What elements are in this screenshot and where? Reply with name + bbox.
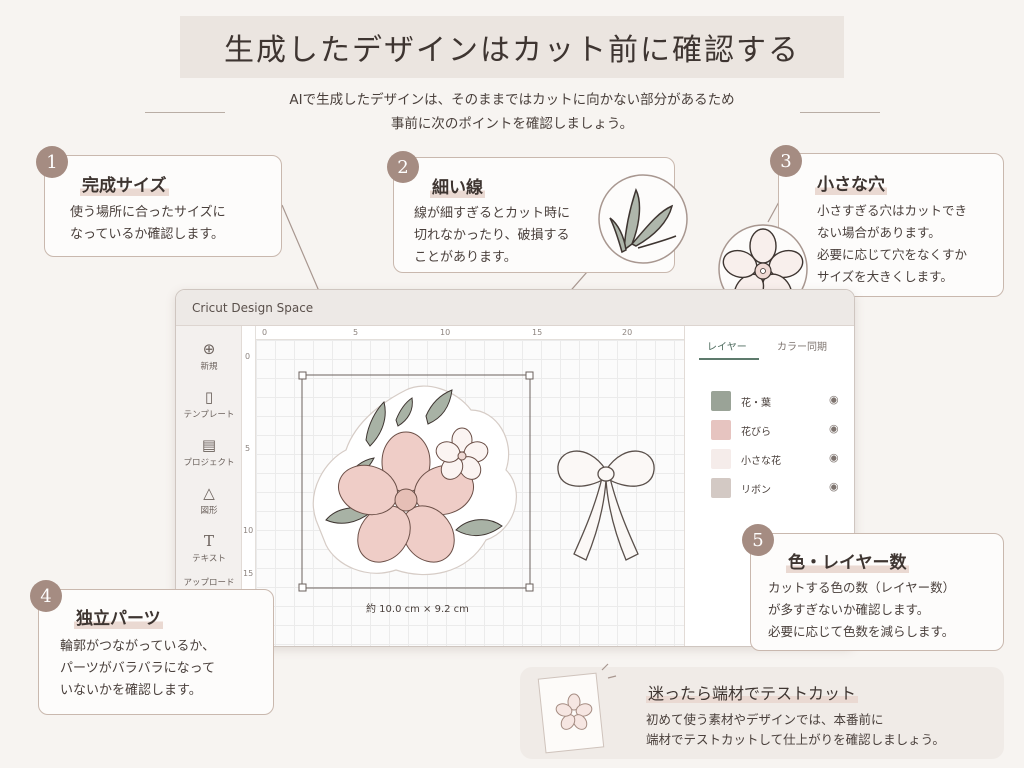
main-flower — [338, 431, 474, 563]
tool-text[interactable]: T テキスト — [176, 532, 242, 564]
layer-row[interactable]: 花びら ◉ — [711, 420, 841, 440]
point-number-3: 3 — [770, 145, 802, 177]
tab-layers[interactable]: レイヤー — [707, 342, 747, 353]
ruler-tick-10: 10 — [440, 328, 451, 337]
ruler-left: 0 5 10 15 — [242, 326, 256, 646]
layer-swatch — [711, 391, 731, 411]
title-band: 生成したデザインはカット前に確認する — [180, 16, 844, 78]
clipboard-icon: ▤ — [201, 436, 217, 454]
point-title-2: 細い線 — [430, 178, 485, 198]
layer-swatch — [711, 478, 731, 498]
point-title-5: 色・レイヤー数 — [786, 553, 909, 573]
point-card-5 — [750, 533, 1004, 651]
intro-line-2: 事前に次のポイントを確認しましょう。 — [390, 116, 634, 132]
point-number-4: 4 — [30, 580, 62, 612]
ruler-left-5: 5 — [245, 444, 251, 453]
test-cut-title: 迷ったら端材でテストカット — [646, 684, 859, 703]
plus-circle-icon: ⊕ — [202, 340, 216, 358]
tool-shapes[interactable]: △ 図形 — [176, 484, 242, 516]
dimension-label: 約 10.0 cm × 9.2 cm — [366, 604, 469, 615]
eye-icon[interactable]: ◉ — [829, 451, 839, 464]
active-tab-indicator — [699, 358, 759, 360]
thin-line-zoom — [598, 174, 688, 264]
point-title-1: 完成サイズ — [80, 176, 169, 196]
resize-handle-bl — [298, 583, 307, 592]
ruler-tick-0: 0 — [262, 328, 268, 337]
layer-row[interactable]: リボン ◉ — [711, 478, 841, 498]
text-icon: T — [203, 532, 214, 550]
ruler-left-15: 15 — [243, 569, 254, 578]
canvas-artwork — [298, 371, 655, 592]
intro-rule-right — [800, 112, 880, 113]
eye-icon[interactable]: ◉ — [829, 422, 839, 435]
page-title: 生成したデザインはカット前に確認する — [224, 33, 800, 68]
point-body-1: 使う場所に合ったサイズに なっているか確認します。 — [70, 205, 226, 242]
ruler-left-0: 0 — [245, 352, 251, 361]
intro-rule-left — [145, 112, 225, 113]
resize-handle-br — [525, 583, 534, 592]
point-body-4: 輪郭がつながっているか、 パーツがバラバラになって いないかを確認します。 — [60, 639, 216, 698]
tab-color-sync[interactable]: カラー同期 — [777, 342, 827, 353]
app-titlebar: Cricut Design Space — [176, 290, 854, 326]
resize-handle-tr — [525, 371, 534, 380]
layer-row[interactable]: 小さな花 ◉ — [711, 449, 841, 469]
ruler-tick-15: 15 — [532, 328, 543, 337]
app-window: Cricut Design Space ⊕ 新規 ▯ テンプレート ▤ プロジェ… — [175, 289, 855, 647]
ribbon-bow — [557, 450, 655, 561]
layer-swatch — [711, 449, 731, 469]
point-body-2: 線が細すぎるとカット時に 切れなかったり、破損する ことがあります。 — [414, 206, 571, 265]
eye-icon[interactable]: ◉ — [829, 393, 839, 406]
point-title-4: 独立パーツ — [74, 609, 163, 629]
layer-name: リボン — [741, 485, 771, 496]
eye-icon[interactable]: ◉ — [829, 480, 839, 493]
layer-swatch — [711, 420, 731, 440]
point-body-5: カットする色の数（レイヤー数） が多すぎないか確認します。 必要に応じて色数を減… — [768, 580, 956, 639]
shirt-icon: ▯ — [204, 388, 214, 406]
ruler-tick-20: 20 — [622, 328, 633, 337]
selection-box — [301, 374, 531, 589]
layer-row[interactable]: 花・葉 ◉ — [711, 391, 841, 411]
intro-text: AIで生成したデザインは、そのままではカットに向かない部分があるため 事前に次の… — [230, 88, 794, 136]
tool-new[interactable]: ⊕ 新規 — [176, 340, 242, 372]
point-title-3: 小さな穴 — [815, 175, 887, 195]
shapes-icon: △ — [203, 484, 215, 502]
layer-name: 小さな花 — [741, 456, 781, 467]
point-card-1 — [44, 155, 282, 257]
layer-name: 花・葉 — [741, 398, 771, 409]
point-number-5: 5 — [742, 524, 774, 556]
small-flower — [435, 427, 489, 480]
point-number-2: 2 — [387, 151, 419, 183]
test-cut-body: 初めて使う素材やデザインでは、本番前に 端材でテストカットして仕上がりを確認しま… — [646, 712, 945, 747]
layer-name: 花びら — [741, 427, 771, 438]
resize-handle-tl — [298, 371, 307, 380]
point-number-1: 1 — [36, 146, 68, 178]
tool-upload[interactable]: アップロード — [183, 578, 235, 588]
test-cut-illustration — [537, 663, 617, 754]
point-body-3: 小さすぎる穴はカットでき ない場合があります。 必要に応じて穴をなくすか サイズ… — [817, 203, 968, 284]
ruler-tick-5: 5 — [353, 328, 359, 337]
tool-projects[interactable]: ▤ プロジェクト — [176, 436, 242, 468]
tool-templates[interactable]: ▯ テンプレート — [176, 388, 242, 420]
app-title: Cricut Design Space — [192, 301, 314, 315]
intro-line-1: AIで生成したデザインは、そのままではカットに向かない部分があるため — [289, 92, 735, 108]
ruler-left-10: 10 — [243, 526, 254, 535]
